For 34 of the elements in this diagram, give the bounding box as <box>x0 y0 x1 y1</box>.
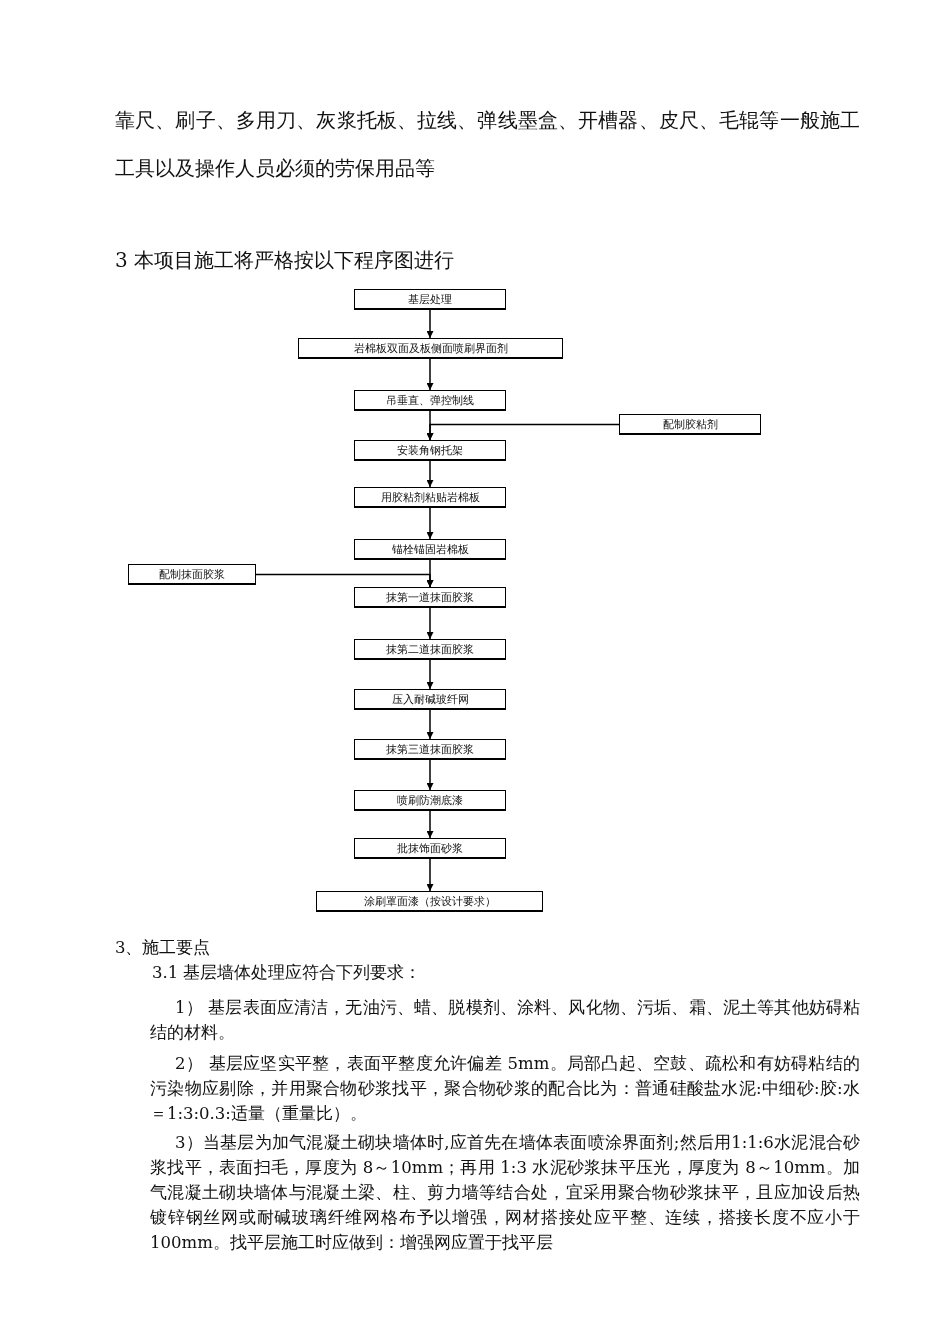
arrow <box>426 759 434 791</box>
arrow <box>426 309 434 339</box>
heading: 3、施工要点 <box>115 937 211 959</box>
arrow <box>426 423 620 441</box>
process-box: 抹第一道抹面胶浆 <box>354 587 506 608</box>
arrow <box>426 358 434 391</box>
heading: 3.1 基层墙体处理应符合下列要求： <box>152 962 422 984</box>
process-box: 锚栓锚固岩棉板 <box>354 539 506 560</box>
process-box: 用胶粘剂粘贴岩棉板 <box>354 487 506 508</box>
paragraph: 靠尺、刷子、多用刀、灰浆托板、拉线、弹线墨盒、开槽器、皮尺、毛辊等一般施工工具以及操作人员必须的劳保用品等 <box>115 107 860 182</box>
arrow <box>426 858 434 892</box>
process-box: 安装角钢托架 <box>354 440 506 461</box>
paragraph: 2） 基层应坚实平整，表面平整度允许偏差 5mm。局部凸起、空鼓、疏松和有妨碍粘结的污染物应剔除，并用聚合物砂浆找平，聚合物砂浆的配合比为：普通硅酸盐水泥:中细砂:胶:水＝1:3:0.3:适量（重量比）。 <box>150 1053 860 1125</box>
process-box: 岩棉板双面及板侧面喷刷界面剂 <box>298 338 563 359</box>
paragraph: 1） 基层表面应清洁，无油污、蜡、脱模剂、涂料、风化物、污垢、霜、泥土等其他妨碍粘结的材料。 <box>150 997 860 1044</box>
arrow <box>426 507 434 540</box>
process-box: 喷刷防潮底漆 <box>354 790 506 811</box>
process-box: 压入耐碱玻纤网 <box>354 689 506 710</box>
arrow <box>426 460 434 488</box>
arrow <box>426 607 434 640</box>
process-box: 涂刷罩面漆（按设计要求） <box>316 891 543 912</box>
arrow <box>426 709 434 740</box>
process-box: 配制胶粘剂 <box>619 414 761 435</box>
process-box: 抹第三道抹面胶浆 <box>354 739 506 760</box>
arrow <box>426 810 434 839</box>
process-box: 抹第二道抹面胶浆 <box>354 639 506 660</box>
process-box: 配制抹面胶浆 <box>128 564 256 585</box>
arrow <box>255 573 434 588</box>
process-box: 批抹饰面砂浆 <box>354 838 506 859</box>
process-box: 基层处理 <box>354 289 506 310</box>
arrow <box>426 659 434 690</box>
paragraph: 3）当基层为加气混凝土砌块墙体时,应首先在墙体表面喷涂界面剂;然后用1:1:6水泥混合砂浆找平，表面扫毛，厚度为 8～10mm；再用 1:3 水泥砂浆抹平压光，厚度为 8～10mm。加气混凝土砌块墙体与混凝土梁、柱、剪力墙等结合处，宜采用聚合物砂浆抹平，且应加设后热镀锌钢丝网或耐碱玻璃纤维网格布予以增强，网材搭接处应平整、连续，搭接长度不应小于 100mm。找平层施工时应做到：增强网应置于找平层 <box>150 1132 860 1254</box>
heading: 3 本项目施工将严格按以下程序图进行 <box>115 247 455 274</box>
process-box: 吊垂直、弹控制线 <box>354 390 506 411</box>
